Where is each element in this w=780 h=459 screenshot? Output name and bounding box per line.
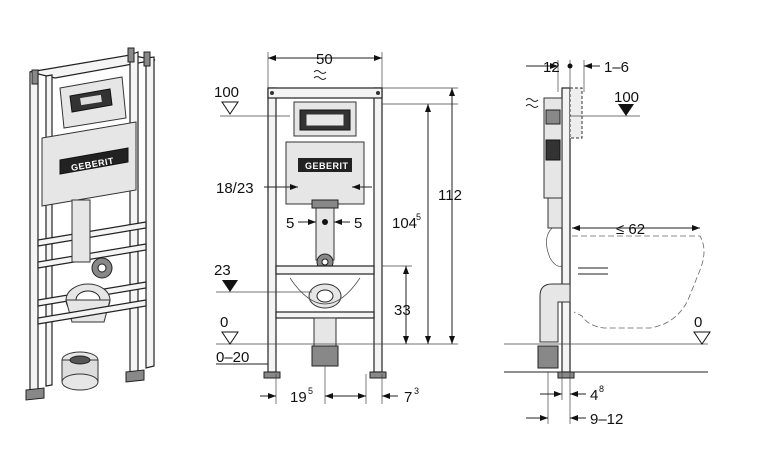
dim-bottom-7-sup: 3 (414, 386, 419, 396)
dim-4-sup: 8 (599, 384, 604, 394)
dim-62: ≤ 62 (616, 221, 645, 238)
front-elevation-drawing: GEBERIT 50 (214, 51, 462, 406)
dim-18-23: 18/23 (216, 180, 254, 197)
dim-height-104-sup: 5 (416, 212, 421, 222)
dim-height-112: 112 (438, 187, 462, 204)
dim-4: 4 (590, 387, 598, 404)
dim-bottom-19: 19 (290, 389, 307, 406)
ref-23: 23 (214, 262, 231, 279)
ref-0-20: 0–20 (216, 349, 249, 366)
side-elevation-drawing: 12 1–6 100 ≤ 62 0 4 8 9–12 (504, 59, 711, 428)
dim-12: 12 (543, 59, 560, 76)
dim-5-left: 5 (286, 215, 294, 232)
dim-9-12: 9–12 (590, 411, 623, 428)
ref-0-front: 0 (220, 314, 228, 331)
frame-perspective-illustration: GEBERIT (25, 47, 156, 401)
ref-100-side: 100 (614, 89, 639, 106)
dim-bottom-19-sup: 5 (308, 386, 313, 396)
dim-bottom-7: 7 (404, 389, 412, 406)
dim-height-33: 33 (394, 302, 411, 319)
dim-5-right: 5 (354, 215, 362, 232)
ref-100-front: 100 (214, 84, 239, 101)
dim-height-104: 104 (392, 215, 417, 232)
dim-width-50: 50 (316, 51, 333, 68)
brand-logo-text-front: GEBERIT (305, 161, 349, 171)
ref-0-side: 0 (694, 314, 702, 331)
dim-1-6: 1–6 (604, 59, 629, 76)
